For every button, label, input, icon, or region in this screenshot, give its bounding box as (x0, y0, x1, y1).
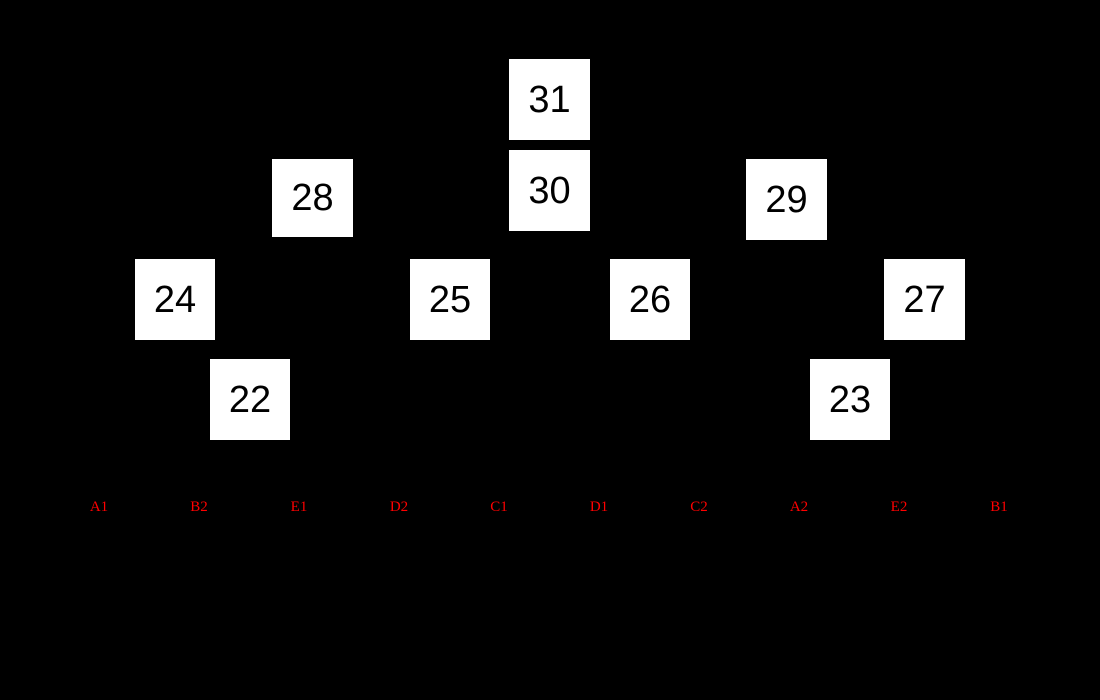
node-box[interactable]: 30 (509, 150, 590, 231)
node-box[interactable]: 28 (272, 159, 353, 237)
axis-label-b1: B1 (990, 499, 1008, 515)
node-box[interactable]: 26 (610, 259, 690, 340)
axis-label-b2: B2 (190, 499, 208, 515)
axis-label-e1: E1 (290, 499, 308, 515)
axis-label-e2: E2 (890, 499, 908, 515)
axis-label-d1: D1 (589, 499, 609, 515)
node-box[interactable]: 25 (410, 259, 490, 340)
node-box[interactable]: 22 (210, 359, 290, 440)
axis-label-a2: A2 (789, 499, 809, 515)
node-box[interactable]: 31 (509, 59, 590, 140)
axis-label-a1: A1 (89, 499, 109, 515)
node-box[interactable]: 24 (135, 259, 215, 340)
node-box[interactable]: 23 (810, 359, 890, 440)
node-box[interactable]: 29 (746, 159, 827, 240)
axis-label-d2: D2 (389, 499, 409, 515)
axis-label-c1: C1 (490, 499, 508, 515)
axis-label-c2: C2 (690, 499, 708, 515)
node-box[interactable]: 27 (884, 259, 965, 340)
